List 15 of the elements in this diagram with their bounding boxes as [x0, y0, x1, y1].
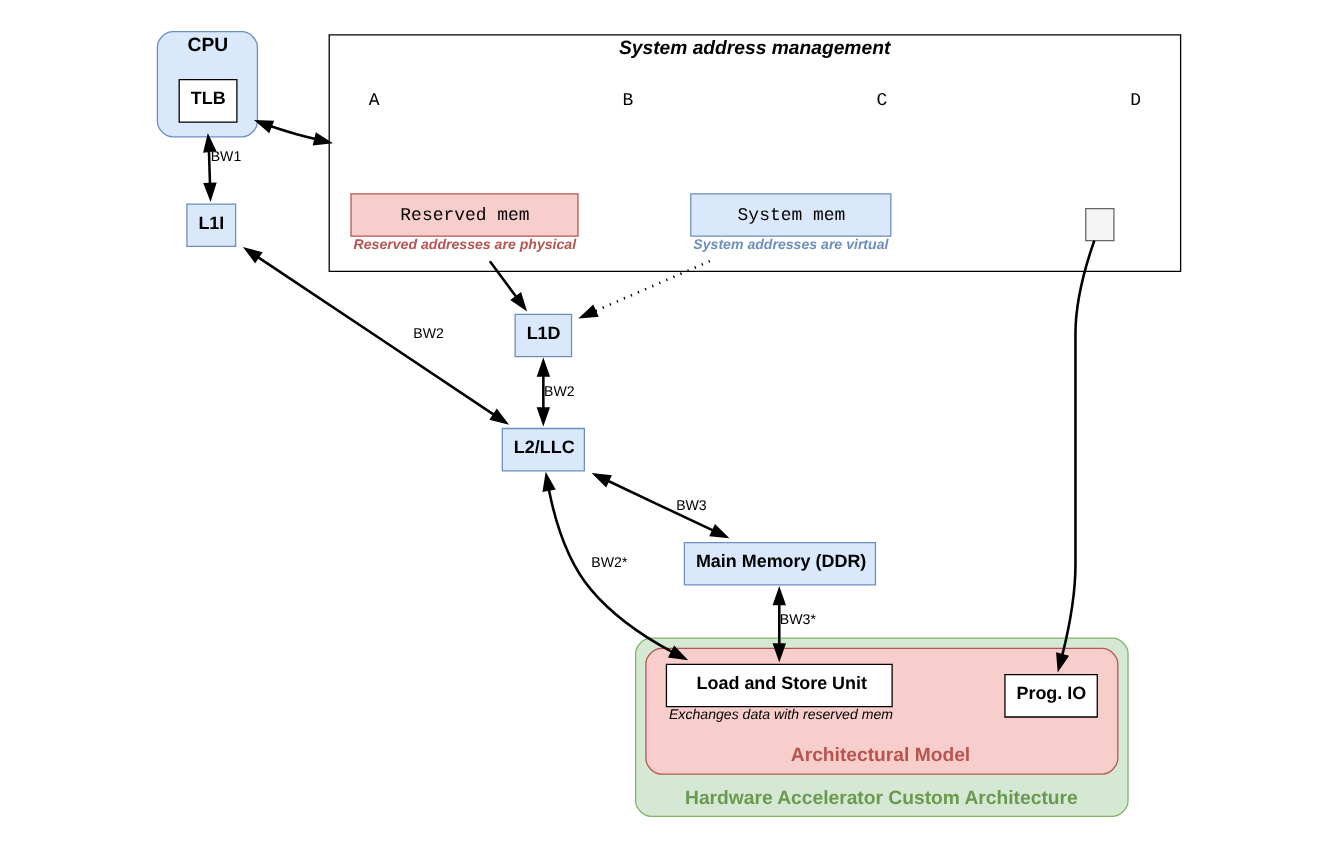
arrow — [488, 260, 528, 312]
label: B — [622, 90, 634, 111]
arrow — [242, 247, 510, 425]
arrow — [772, 586, 786, 663]
arrow — [253, 119, 333, 146]
arrow — [591, 473, 730, 539]
node-box — [1085, 207, 1115, 242]
arrow — [578, 260, 711, 319]
arrow — [536, 357, 551, 427]
arrow — [542, 471, 689, 661]
label: C — [876, 90, 888, 111]
label: A — [368, 90, 380, 111]
arrow — [203, 132, 217, 202]
label: D — [1130, 90, 1142, 111]
arrow — [1056, 240, 1096, 673]
